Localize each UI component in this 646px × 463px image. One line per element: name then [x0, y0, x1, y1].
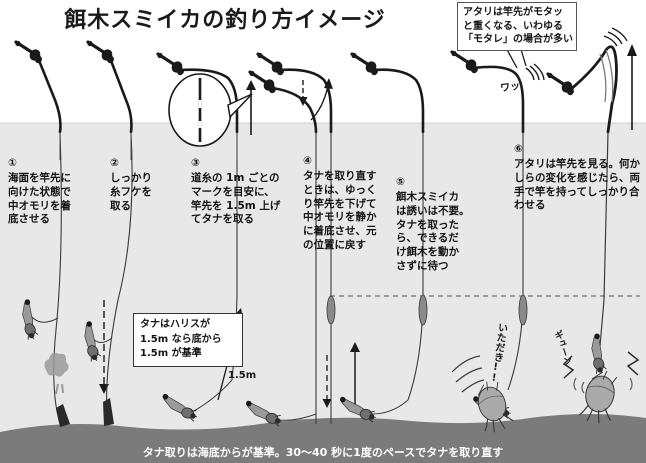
step-4-line-2: ときは、ゆっく [303, 183, 377, 196]
step-5-text: 餌木スミイカ は誘いは不要。 タナを取った ら、できるだ け餌木を動か さずに待… [396, 191, 470, 274]
step-4-line-4: 中オモリを静か [303, 211, 377, 224]
step-6: ⑥ アタリは竿先を見る。何か しらの変化を感じたら、両 手で竿を持ってしっかり合… [514, 143, 640, 213]
step-2-line-1: しっかり [110, 171, 152, 184]
callout-tana-line-1: タナはハリスが [140, 319, 210, 330]
step-3-line-4: てタナを取る [191, 213, 254, 226]
page-title: 餌木スミイカの釣り方イメージ [64, 8, 386, 33]
step-2: ② しっかり 糸フケを 取る [110, 157, 152, 213]
callout-bite-feel: アタリは竿先がモタッ と重くなる、いわゆる 「モタレ」の場合が多い [457, 2, 577, 51]
step-6-line-2: しらの変化を感じたら、両 [514, 171, 640, 184]
callout-bite-feel-line-3: 「モタレ」の場合が多い [463, 34, 573, 45]
step-4: ④ タナを取り直す ときは、ゆっく り竿先を下げて 中オモリを静か に着底させ、… [303, 155, 377, 253]
step-5-number: ⑤ [396, 176, 405, 188]
step-1-line-1: 海面を竿先に [8, 171, 71, 184]
step-6-text: アタリは竿先を見る。何か しらの変化を感じたら、両 手で竿を持ってしっかり合 わ… [514, 158, 640, 213]
step-4-text: タナを取り直す ときは、ゆっく り竿先を下げて 中オモリを静か に着底させ、元 … [303, 170, 377, 253]
step-5-line-1: 餌木スミイカ [396, 190, 459, 203]
label-rod-tip-sfx: ワッ [499, 80, 521, 95]
step-3-line-1: 道糸の 1m ごとの [191, 171, 280, 184]
callout-tana-standard: タナはハリスが 1.5m なら底から 1.5m が基準 [133, 313, 243, 367]
step-5-line-4: ら、できるだ [396, 232, 459, 245]
step-6-line-1: アタリは竿先を見る。何か [514, 157, 640, 170]
step-6-line-4: わせる [514, 199, 546, 212]
step-1-line-4: 底させる [8, 213, 50, 226]
step-5-line-3: タナを取った [396, 218, 459, 231]
callout-tana-line-3: 1.5m が基準 [140, 348, 202, 359]
step-1: ① 海面を竿先に 向けた状態で 中オモリを着 底させる [8, 157, 71, 227]
step-3-text: 道糸の 1m ごとの マークを目安に、 竿先を 1.5m 上げ てタナを取る [191, 172, 280, 227]
footer-caption: タナ取りは海底からが基準。30〜40 秒に1度のペースでタナを取り直す [142, 446, 504, 459]
step-2-line-3: 取る [110, 199, 131, 212]
step-4-number: ④ [303, 155, 312, 167]
step-6-number: ⑥ [514, 143, 523, 155]
footer-band [0, 440, 646, 463]
step-1-text: 海面を竿先に 向けた状態で 中オモリを着 底させる [8, 172, 71, 227]
step-2-text: しっかり 糸フケを 取る [110, 172, 152, 214]
step-4-line-1: タナを取り直す [303, 169, 377, 182]
callout-bite-feel-line-2: と重くなる、いわゆる [463, 20, 563, 32]
step-2-number: ② [110, 157, 119, 169]
step-5-line-2: は誘いは不要。 [396, 204, 470, 217]
label-depth-mark: 1.5m [228, 370, 257, 381]
step-3-number: ③ [191, 157, 200, 169]
step-3: ③ 道糸の 1m ごとの マークを目安に、 竿先を 1.5m 上げ てタナを取る [191, 157, 280, 227]
step-1-number: ① [8, 157, 17, 169]
step-4-line-5: に着底させ、元 [303, 225, 377, 238]
step-5-line-6: さずに待つ [396, 260, 449, 273]
step-2-line-2: 糸フケを [110, 185, 152, 198]
step-1-line-2: 向けた状態で [8, 185, 71, 198]
step-6-line-3: 手で竿を持ってしっかり合 [514, 185, 640, 198]
step-4-line-3: り竿先を下げて [303, 197, 377, 210]
step-1-line-3: 中オモリを着 [8, 199, 71, 212]
callout-tana-line-2: 1.5m なら底から [140, 333, 222, 345]
step-5: ⑤ 餌木スミイカ は誘いは不要。 タナを取った ら、できるだ け餌木を動か さず… [396, 176, 470, 274]
step-5-line-5: け餌木を動か [396, 246, 459, 259]
callout-bite-feel-line-1: アタリは竿先がモタッ [463, 7, 563, 18]
step-3-line-2: マークを目安に、 [191, 185, 275, 198]
step-4-line-6: の位置に戻す [303, 239, 366, 252]
step-3-line-3: 竿先を 1.5m 上げ [191, 199, 281, 212]
